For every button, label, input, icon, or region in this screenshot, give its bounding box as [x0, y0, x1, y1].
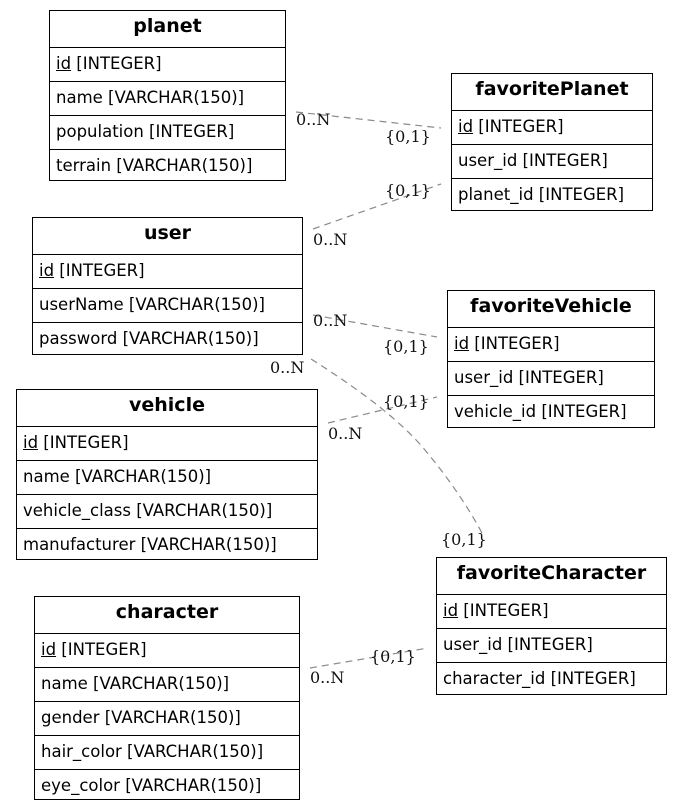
field-terrain: terrain [VARCHAR(150)]: [56, 156, 253, 175]
cardinality-favoriteCharacter-user-one: {0,1}: [441, 530, 487, 549]
entity-favoritePlanet[interactable]: favoritePlanet id [INTEGER] user_id [INT…: [451, 73, 653, 211]
entity-title: favoritePlanet: [452, 74, 652, 111]
field-user-id: user_id [INTEGER]: [448, 362, 654, 396]
cardinality-favoriteVehicle-vehicle-one: {0,1}: [383, 392, 429, 411]
cardinality-favoriteCharacter-character-one: {0,1}: [370, 647, 416, 666]
cardinality-character-many: 0..N: [310, 668, 345, 687]
cardinality-user-planet-many: 0..N: [313, 230, 348, 249]
field-id: id [INTEGER]: [33, 255, 302, 289]
field-planet-id: planet_id [INTEGER]: [458, 185, 625, 204]
cardinality-user-vehicle-many: 0..N: [313, 311, 348, 330]
field-type: [INTEGER]: [38, 433, 129, 452]
field-type: [INTEGER]: [473, 117, 564, 136]
field-id: id [INTEGER]: [437, 595, 666, 629]
entity-title: favoriteVehicle: [448, 291, 654, 328]
field-eye-color: eye_color [VARCHAR(150)]: [41, 776, 262, 795]
field-name: name [VARCHAR(150)]: [50, 82, 285, 116]
primary-key-name: id: [39, 261, 55, 280]
cardinality-favoritePlanet-user-one: {0,1}: [385, 181, 431, 200]
entity-title: character: [35, 597, 299, 634]
link-planet-favoritePlanet: [295, 111, 442, 129]
cardinality-favoriteVehicle-user-one: {0,1}: [383, 337, 429, 356]
primary-key-name: id: [443, 601, 459, 620]
entity-title: planet: [50, 11, 285, 48]
entity-title: vehicle: [17, 390, 317, 427]
entity-user[interactable]: user id [INTEGER] userName [VARCHAR(150)…: [32, 217, 303, 355]
entity-favoriteCharacter[interactable]: favoriteCharacter id [INTEGER] user_id […: [436, 557, 667, 695]
entity-planet[interactable]: planet id [INTEGER] name [VARCHAR(150)] …: [49, 10, 286, 181]
primary-key-name: id: [23, 433, 39, 452]
field-vehicle-class: vehicle_class [VARCHAR(150)]: [17, 495, 317, 529]
field-username: userName [VARCHAR(150)]: [33, 289, 302, 323]
field-password: password [VARCHAR(150)]: [39, 329, 259, 348]
field-hair-color: hair_color [VARCHAR(150)]: [35, 736, 299, 770]
primary-key-name: id: [454, 334, 470, 353]
link-user-favoriteCharacter: [310, 358, 484, 536]
field-gender: gender [VARCHAR(150)]: [35, 702, 299, 736]
field-user-id: user_id [INTEGER]: [452, 145, 652, 179]
entity-character[interactable]: character id [INTEGER] name [VARCHAR(150…: [34, 596, 300, 800]
field-id: id [INTEGER]: [35, 634, 299, 668]
entity-favoriteVehicle[interactable]: favoriteVehicle id [INTEGER] user_id [IN…: [447, 290, 655, 428]
cardinality-vehicle-many: 0..N: [328, 424, 363, 443]
primary-key-name: id: [41, 640, 57, 659]
field-id: id [INTEGER]: [50, 48, 285, 82]
field-name: name [VARCHAR(150)]: [35, 668, 299, 702]
field-type: [INTEGER]: [71, 54, 162, 73]
link-vehicle-favoriteVehicle: [327, 396, 438, 424]
field-type: [INTEGER]: [54, 261, 145, 280]
link-user-favoritePlanet: [312, 183, 442, 230]
entity-title: favoriteCharacter: [437, 558, 666, 595]
entity-title: user: [33, 218, 302, 255]
field-manufacturer: manufacturer [VARCHAR(150)]: [23, 535, 277, 554]
field-name: name [VARCHAR(150)]: [17, 461, 317, 495]
link-user-favoriteVehicle: [312, 314, 438, 338]
cardinality-planet-many: 0..N: [296, 110, 331, 129]
field-type: [INTEGER]: [458, 601, 549, 620]
field-user-id: user_id [INTEGER]: [437, 629, 666, 663]
primary-key-name: id: [56, 54, 72, 73]
field-type: [INTEGER]: [469, 334, 560, 353]
primary-key-name: id: [458, 117, 474, 136]
link-character-favoriteCharacter: [309, 647, 429, 669]
field-type: [INTEGER]: [56, 640, 147, 659]
field-character-id: character_id [INTEGER]: [443, 669, 636, 688]
cardinality-user-character-many: 0..N: [270, 358, 305, 377]
field-id: id [INTEGER]: [448, 328, 654, 362]
field-population: population [INTEGER]: [50, 116, 285, 150]
field-id: id [INTEGER]: [17, 427, 317, 461]
cardinality-favoritePlanet-one: {0,1}: [385, 127, 431, 146]
field-vehicle-id: vehicle_id [INTEGER]: [454, 402, 627, 421]
entity-vehicle[interactable]: vehicle id [INTEGER] name [VARCHAR(150)]…: [16, 389, 318, 560]
field-id: id [INTEGER]: [452, 111, 652, 145]
